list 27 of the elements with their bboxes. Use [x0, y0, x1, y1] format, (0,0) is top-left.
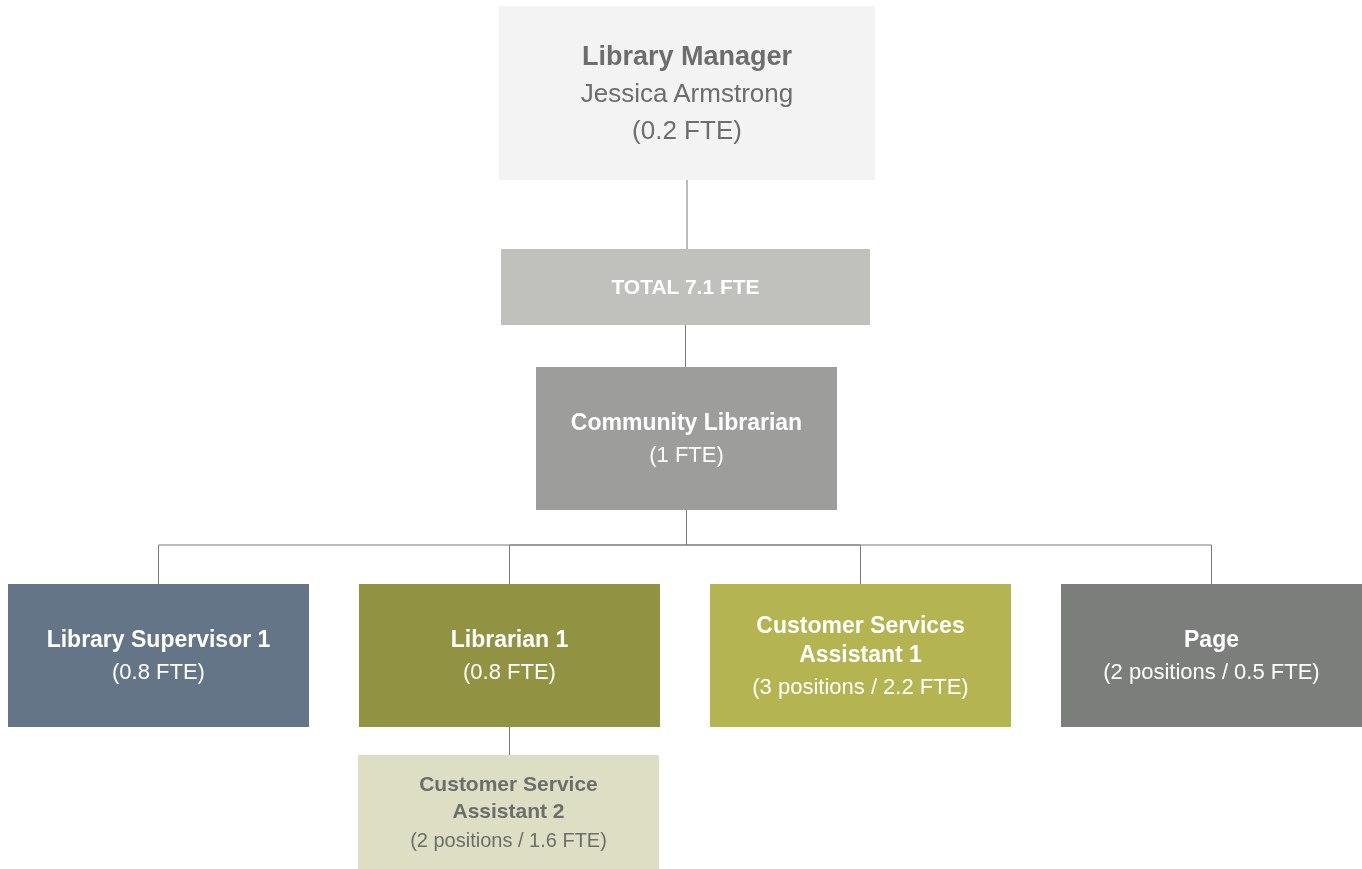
- role-title: Community Librarian: [570, 408, 803, 438]
- role-detail: (0.8 FTE): [463, 658, 556, 686]
- role-title: TOTAL 7.1 FTE: [611, 273, 760, 300]
- org-box: [501, 249, 870, 325]
- role-detail: (0.8 FTE): [112, 658, 205, 686]
- role-detail: (3 positions / 2.2 FTE): [752, 672, 969, 700]
- org-box: [359, 584, 660, 727]
- org-box: [8, 584, 309, 727]
- org-box: [1061, 584, 1362, 727]
- role-detail: (2 positions / 0.5 FTE): [1103, 658, 1320, 686]
- role-title: Librarian 1: [450, 625, 569, 655]
- role-detail: (2 positions / 1.6 FTE): [410, 827, 607, 853]
- connector-line: [509, 726, 510, 756]
- role-title: Library Manager: [581, 39, 793, 73]
- connector-line: [685, 324, 686, 368]
- role-detail: (0.2 FTE): [632, 113, 742, 147]
- connector-line: [686, 179, 688, 250]
- role-title: Customer Services Assistant 1: [755, 611, 966, 669]
- role-title: Customer Service Assistant 2: [418, 771, 599, 824]
- org-box: [499, 6, 875, 180]
- role-title: Page: [1184, 625, 1239, 655]
- role-detail: Jessica Armstrong: [580, 77, 794, 110]
- org-box: [710, 584, 1011, 727]
- org-box: [536, 367, 837, 510]
- role-detail: (1 FTE): [649, 441, 724, 469]
- org-box: [358, 755, 659, 869]
- role-title: Library Supervisor 1: [46, 625, 271, 655]
